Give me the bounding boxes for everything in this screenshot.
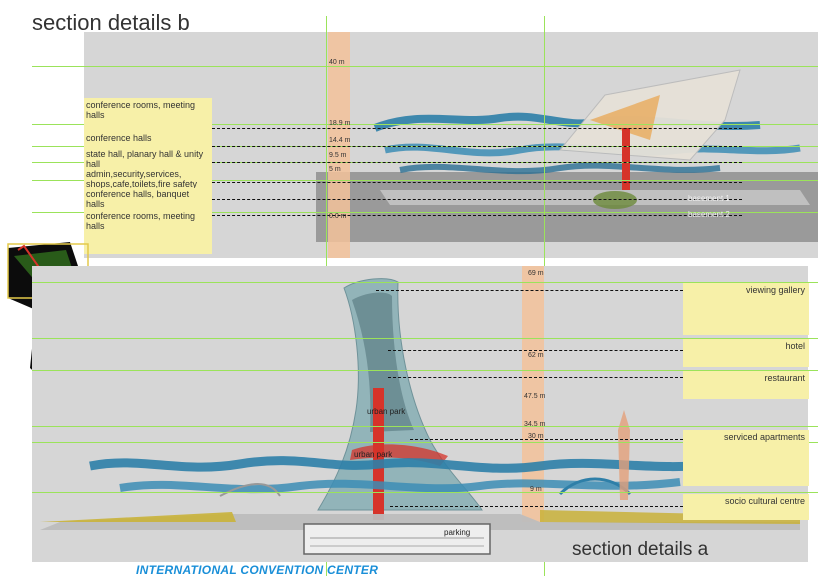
section-b-basement-block <box>316 172 818 242</box>
basement-label: basement 2 <box>688 210 730 219</box>
project-title: INTERNATIONAL CONVENTION CENTER <box>136 563 379 577</box>
section-a-level-line <box>390 506 683 507</box>
urban-park-label: urban park <box>354 450 393 459</box>
guide-line <box>32 370 818 371</box>
section-a-level: 62 m <box>528 352 544 359</box>
basement-label: basement 1 <box>688 194 730 203</box>
guide-line <box>32 426 818 427</box>
section-b-level-line <box>212 215 742 216</box>
guide-line <box>32 180 818 181</box>
section-a-spire <box>618 410 630 500</box>
section-a-ground-yellow <box>540 510 800 524</box>
section-a-level: 69 m <box>528 270 544 277</box>
section-a-tower-facade <box>352 292 414 432</box>
section-b-label: state hall, planary hall & unity hall <box>85 148 211 170</box>
section-b-level-line <box>212 146 742 147</box>
section-a-ground-yellow <box>40 512 236 522</box>
section-a-level-line <box>388 377 683 378</box>
section-a-level: 9 m <box>530 486 542 493</box>
section-a-level: 34.5 m <box>524 421 546 428</box>
section-b-level-band <box>328 32 350 258</box>
section-b-level-line <box>212 162 742 163</box>
section-b-label: conference rooms, meeting halls <box>85 210 211 232</box>
section-b-level-line <box>212 182 742 183</box>
section-a-level-line <box>376 290 683 291</box>
section-b-level: 14.4 m <box>329 137 351 144</box>
section-a-label: hotel <box>683 339 809 367</box>
section-b-level: 0.0 m <box>329 213 347 220</box>
section-a-level-line <box>388 350 683 351</box>
section-b-level-line <box>212 128 742 129</box>
section-b-label: conference halls, banquet halls <box>85 188 211 210</box>
section-a-parking <box>303 523 491 555</box>
parking-label: parking <box>444 528 471 537</box>
guide-line <box>32 124 818 125</box>
section-b-label: conference halls <box>85 132 211 144</box>
section-b-ribbon <box>399 162 721 175</box>
urban-park-label: urban park <box>367 407 406 416</box>
guide-line <box>32 212 818 213</box>
section-a-level: 30 m <box>528 433 544 440</box>
section-a-title: section details a <box>572 539 709 560</box>
section-a-ribbon <box>119 478 681 494</box>
section-a-label: serviced apartments <box>683 430 809 486</box>
section-b-title: section details b <box>32 10 190 35</box>
section-a-core <box>373 388 384 520</box>
section-b-level: 5 m <box>329 166 341 173</box>
section-a-level-band <box>522 266 544 522</box>
section-a-panel <box>32 266 808 562</box>
guide-line <box>32 66 818 67</box>
section-b-level-line <box>212 199 742 200</box>
section-a-level-line <box>410 439 683 440</box>
guide-line <box>32 492 818 493</box>
section-b-level: 18.9 m <box>329 120 351 127</box>
guide-line <box>32 338 818 339</box>
guide-line <box>32 282 818 283</box>
section-b-label: conference rooms, meeting halls <box>85 99 211 121</box>
section-a-label: viewing gallery <box>683 283 809 335</box>
section-b-building-drawing <box>328 32 810 258</box>
section-b-tree <box>593 191 637 209</box>
guide-line <box>32 442 818 443</box>
section-b-core <box>622 128 630 190</box>
section-b-label: admin,security,services, shops,cafe,toil… <box>85 168 211 190</box>
section-a-label: restaurant <box>683 371 809 399</box>
section-a-level: 47.5 m <box>524 393 546 400</box>
section-a-label: socio cultural centre <box>683 494 809 520</box>
section-b-level: 9.5 m <box>329 152 347 159</box>
section-b-level: 40 m <box>329 59 345 66</box>
